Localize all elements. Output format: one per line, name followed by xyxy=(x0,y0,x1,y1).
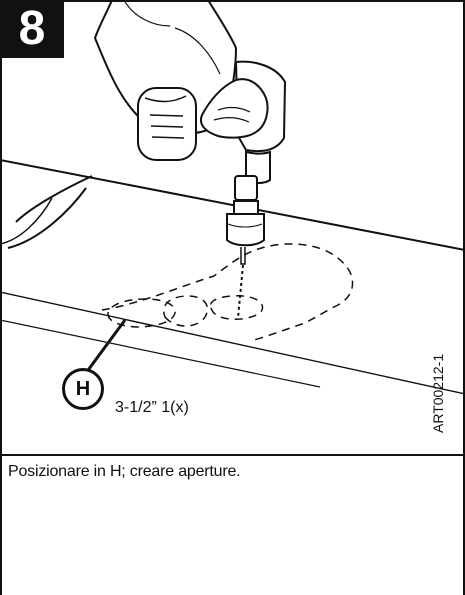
instruction-caption: Posizionare in H; creare aperture. xyxy=(8,463,241,480)
drilling-illustration xyxy=(0,0,465,395)
artwork-code: ART00212-1 xyxy=(430,353,446,433)
section-divider xyxy=(0,454,465,456)
step-number-badge: 8 xyxy=(0,0,64,58)
hole-callout: H xyxy=(62,368,104,410)
callout-dimension-text: 3-1/2” 1(x) xyxy=(115,399,189,416)
instruction-illustration xyxy=(0,0,465,395)
callout-letter: H xyxy=(62,368,104,410)
